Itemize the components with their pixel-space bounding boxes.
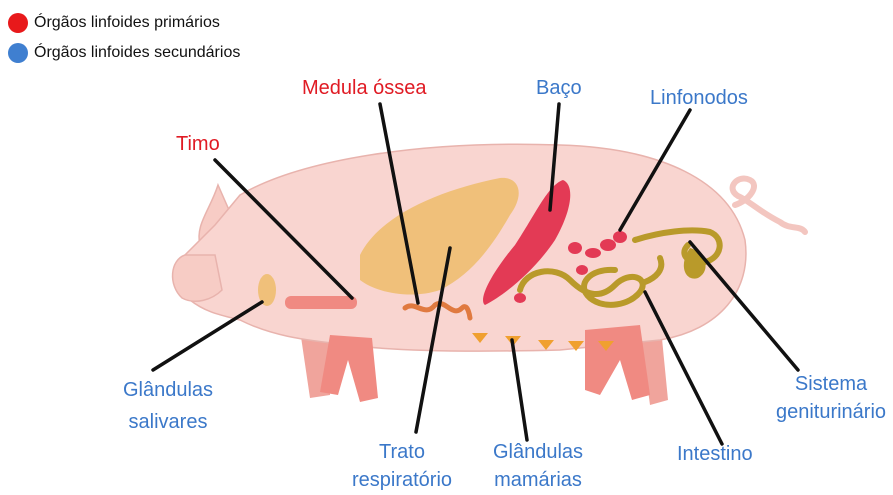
legend-primary-label: Órgãos linfoides primários bbox=[34, 14, 220, 32]
label-glandulas-salivares-line1: Glândulas bbox=[108, 378, 228, 402]
label-mamarias-line2: mamárias bbox=[478, 468, 598, 492]
primary-dot-icon bbox=[8, 13, 28, 33]
label-glandulas-salivares-line2: salivares bbox=[108, 410, 228, 434]
pointer-salivares bbox=[153, 302, 262, 370]
label-linfonodos: Linfonodos bbox=[650, 86, 748, 110]
tail bbox=[733, 179, 805, 232]
lymph-node-1 bbox=[568, 242, 582, 254]
label-glandulas-salivares: Glândulas salivares bbox=[108, 378, 228, 434]
lymph-node-2 bbox=[585, 248, 601, 258]
lymph-node-5 bbox=[576, 265, 588, 275]
lymph-node-3 bbox=[600, 239, 616, 251]
legend-item-primary: Órgãos linfoides primários bbox=[8, 8, 240, 38]
legend: Órgãos linfoides primários Órgãos linfoi… bbox=[8, 8, 240, 68]
label-mamarias-line1: Glândulas bbox=[478, 440, 598, 464]
thymus bbox=[285, 296, 357, 309]
hind-leg-front bbox=[585, 325, 650, 400]
label-intestino: Intestino bbox=[677, 442, 753, 466]
label-glandulas-mamarias: Glândulas mamárias bbox=[478, 440, 598, 492]
secondary-dot-icon bbox=[8, 43, 28, 63]
pig-snout bbox=[173, 255, 222, 301]
label-sistema-line2: geniturinário bbox=[772, 400, 890, 424]
lymph-node-4 bbox=[613, 231, 627, 243]
label-trato-line2: respiratório bbox=[342, 468, 462, 492]
label-medula-ossea: Medula óssea bbox=[302, 76, 427, 100]
label-sistema-line1: Sistema bbox=[772, 372, 890, 396]
label-baco: Baço bbox=[536, 76, 582, 100]
label-timo: Timo bbox=[176, 132, 220, 156]
label-trato-respiratorio: Trato respiratório bbox=[342, 440, 462, 492]
label-sistema-geniturinario: Sistema geniturinário bbox=[772, 372, 890, 424]
lymph-node-6 bbox=[514, 293, 526, 303]
label-trato-line1: Trato bbox=[342, 440, 462, 464]
legend-item-secondary: Órgãos linfoides secundários bbox=[8, 38, 240, 68]
legend-secondary-label: Órgãos linfoides secundários bbox=[34, 44, 240, 62]
front-leg-front bbox=[320, 335, 378, 402]
pointer-mamarias bbox=[512, 340, 527, 440]
